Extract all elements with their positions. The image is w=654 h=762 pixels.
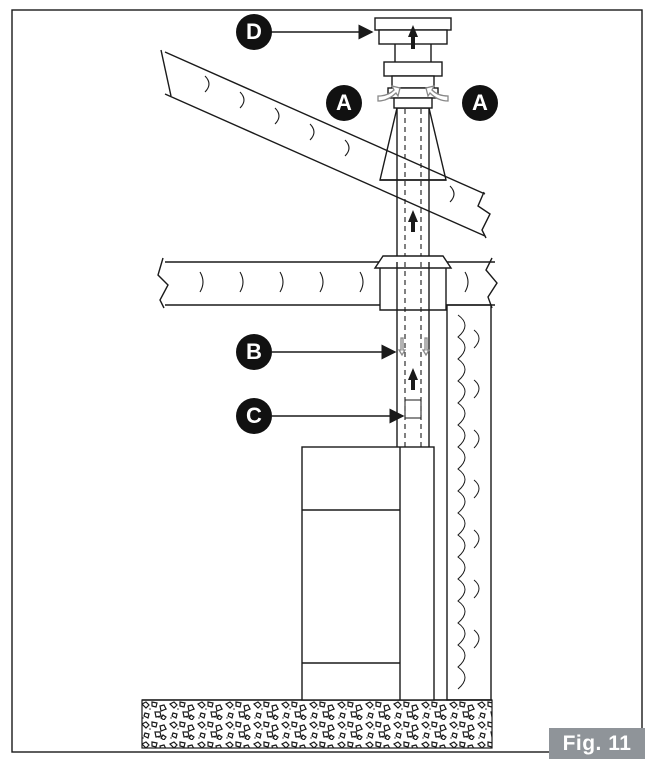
gravel-floor xyxy=(141,699,493,749)
sloped-roof xyxy=(160,49,491,239)
wooden-wall xyxy=(446,304,492,701)
callout-a-right: A xyxy=(462,85,498,121)
callout-a-left: A xyxy=(326,85,362,121)
callout-leaders xyxy=(270,24,405,424)
callout-c: C xyxy=(236,398,272,434)
figure-label: Fig. 11 xyxy=(549,728,645,759)
figure-frame xyxy=(11,9,643,753)
callout-b: B xyxy=(236,334,272,370)
air-intake-arrows xyxy=(377,85,449,357)
stove xyxy=(301,446,435,701)
flue-gas-arrows xyxy=(408,25,418,390)
callout-d: D xyxy=(236,14,272,50)
